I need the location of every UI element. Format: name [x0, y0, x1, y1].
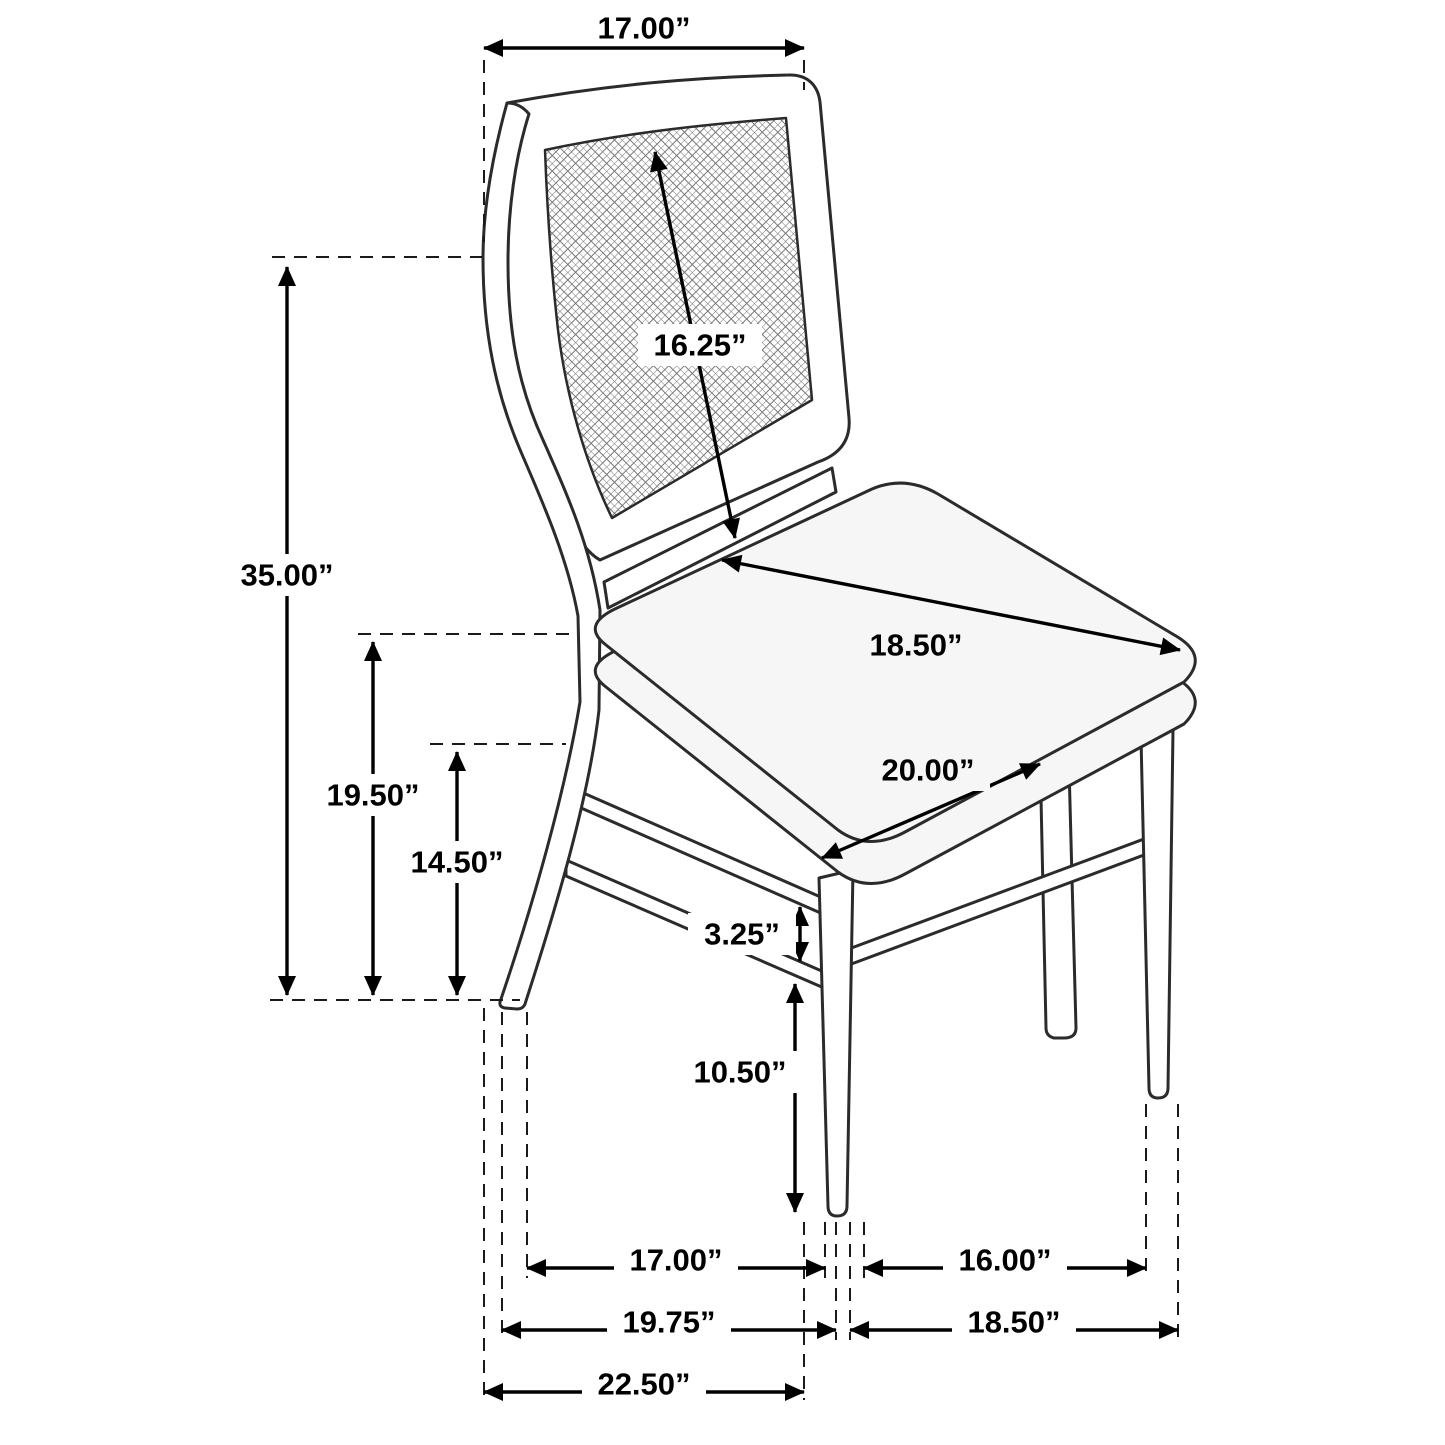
dim-label-side-leg-span: 16.00” — [943, 1239, 1067, 1281]
chair-illustration — [481, 73, 1197, 1218]
dim-text-top-back-width: 17.00” — [597, 11, 690, 46]
dim-label-back-panel-diag: 16.25” — [638, 324, 762, 366]
dim-label-overall-height: 35.00” — [225, 554, 349, 596]
dim-text-stretcher-clearance: 10.50” — [693, 1055, 786, 1090]
dim-text-overall-depth: 22.50” — [597, 1367, 690, 1402]
dim-text-seat-frame-height: 14.50” — [410, 845, 503, 880]
dimension-labels: 17.00” 16.25” 35.00” 19.50” 14.50” 18.50… — [225, 6, 1076, 1405]
dim-text-overall-height: 35.00” — [240, 558, 333, 593]
dim-line-seat-width — [821, 762, 1041, 860]
dim-text-seat-width: 20.00” — [881, 753, 974, 788]
dim-text-side-leg-span: 16.00” — [958, 1243, 1051, 1278]
dim-line-seat-depth — [721, 554, 1181, 656]
dim-label-front-leg-span: 17.00” — [614, 1239, 738, 1281]
dim-label-seat-back-height: 19.50” — [311, 774, 435, 816]
extension-lines — [270, 60, 1179, 1400]
dim-label-overall-depth: 22.50” — [582, 1363, 706, 1405]
dim-label-base-side-depth: 18.50” — [952, 1301, 1076, 1343]
dim-text-base-side-depth: 18.50” — [967, 1305, 1060, 1340]
dim-label-base-depth: 19.75” — [607, 1301, 731, 1343]
dimension-lines — [278, 39, 1181, 1401]
chair-front-right-leg — [1139, 728, 1175, 1100]
dim-label-stretcher-gap: 3.25” — [688, 913, 796, 955]
dim-label-stretcher-clearance: 10.50” — [678, 1051, 802, 1093]
dim-label-seat-frame-height: 14.50” — [395, 841, 519, 883]
dim-text-stretcher-gap: 3.25” — [704, 917, 780, 952]
dim-label-top-back-width: 17.00” — [584, 6, 704, 46]
dim-text-seat-back-height: 19.50” — [326, 778, 419, 813]
chair-left-post-and-rear-leg — [481, 101, 602, 1011]
dim-text-front-leg-span: 17.00” — [629, 1243, 722, 1278]
dim-text-seat-depth: 18.50” — [869, 628, 962, 663]
dim-label-seat-depth: 18.50” — [854, 624, 978, 666]
dim-text-back-panel-diag: 16.25” — [653, 328, 746, 363]
dim-text-base-depth: 19.75” — [622, 1305, 715, 1340]
dim-label-seat-width: 20.00” — [866, 749, 990, 791]
chair-front-left-leg — [817, 868, 855, 1218]
